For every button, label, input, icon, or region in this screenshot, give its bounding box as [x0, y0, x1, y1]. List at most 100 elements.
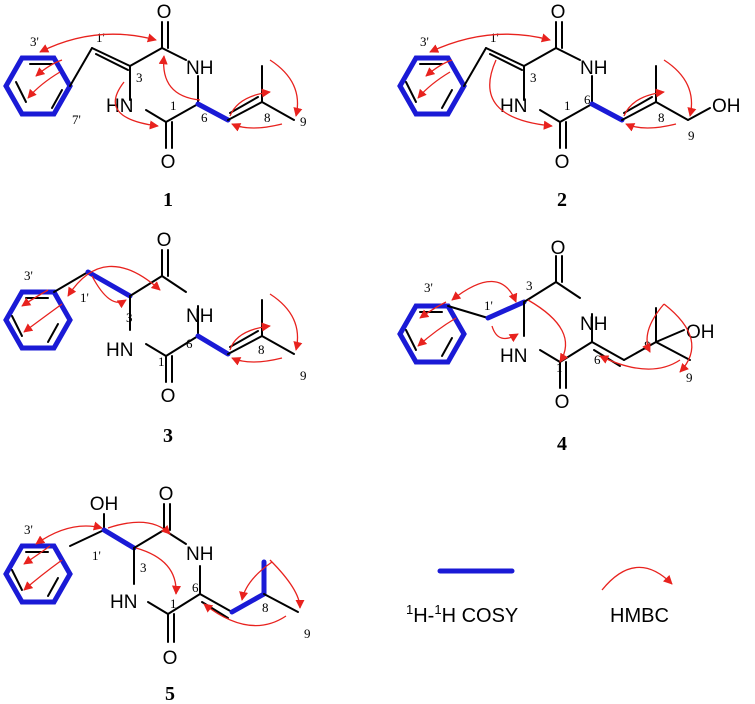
benzene-ring — [397, 55, 467, 117]
hmbc-arrow — [527, 299, 569, 363]
cosy-bond — [485, 299, 527, 321]
locant-3: 3 — [126, 310, 133, 325]
bond — [147, 601, 169, 615]
cosy-bond — [589, 101, 625, 123]
compound-3: O NH HN O 1' 3' 3 1 6 8 9 3 — [3, 230, 307, 447]
bond — [263, 593, 299, 613]
hmbc-arrow — [158, 55, 201, 101]
bond — [261, 335, 295, 355]
oxygen-label: O — [159, 484, 174, 505]
hmbc-arrow — [269, 559, 305, 609]
compound-5: OH O NH HN O 1' 3' 3 1 6 8 9 5 — [3, 484, 311, 704]
locant-3p: 3' — [30, 34, 39, 49]
bond — [69, 47, 93, 87]
benzene-ring — [3, 55, 73, 117]
nh-label: NH — [186, 58, 213, 79]
compound-number: 2 — [557, 189, 567, 211]
bond — [145, 343, 167, 357]
hmbc-arrow — [135, 547, 182, 595]
bond — [591, 341, 625, 361]
bond — [447, 305, 489, 319]
cosy-bond — [229, 591, 267, 615]
hmbc-arrow — [91, 275, 127, 309]
locant-9: 9 — [300, 368, 307, 383]
nh-label: NH — [186, 544, 213, 565]
hmbc-arrow — [489, 59, 553, 130]
bond — [129, 47, 163, 67]
compound-4: O NH HN O OH 1' 3' 3 1 6 8 9 4 — [397, 238, 715, 455]
bond — [229, 96, 259, 114]
bond — [133, 529, 165, 549]
hydroxyl-label: OH — [90, 494, 119, 515]
compound-number: 5 — [165, 683, 175, 704]
benzene-ring — [3, 289, 73, 351]
locant-1: 1 — [170, 98, 177, 113]
locant-3: 3 — [140, 560, 147, 575]
hmbc-arrow — [23, 545, 51, 565]
nh-label: NH — [580, 314, 607, 335]
hn-label: HN — [500, 346, 527, 367]
bond — [53, 271, 89, 293]
locant-1: 1 — [564, 98, 571, 113]
oxygen-label: O — [551, 2, 566, 23]
hmbc-arrow — [229, 88, 271, 117]
cosy-legend-label: 1H-1H COSY — [406, 602, 518, 627]
hmbc-arrow — [599, 355, 681, 370]
hmbc-arrow — [429, 33, 551, 53]
locant-9: 9 — [300, 114, 307, 129]
bond — [201, 601, 229, 619]
legend: 1H-1H COSY HMBC — [406, 566, 673, 627]
hmbc-arrow — [269, 59, 303, 117]
bond — [95, 53, 129, 71]
bond — [523, 281, 557, 303]
oxygen-label: O — [161, 152, 176, 173]
bond — [165, 103, 199, 123]
locant-3p: 3' — [420, 34, 429, 49]
bond — [489, 53, 523, 71]
bond — [229, 330, 259, 348]
nh-label: NH — [186, 306, 213, 327]
bond — [161, 275, 187, 293]
locant-3p: 3' — [24, 522, 33, 537]
bond — [165, 335, 199, 357]
bond — [199, 593, 233, 613]
oxygen-label: O — [555, 392, 570, 413]
bond — [161, 47, 187, 61]
locant-7p: 7' — [72, 112, 81, 127]
hmbc-arrow — [419, 301, 447, 319]
locant-6: 6 — [186, 336, 193, 351]
bond — [69, 529, 105, 547]
bond — [485, 47, 525, 67]
hn-label: HN — [110, 592, 137, 613]
locant-1p: 1' — [484, 298, 493, 313]
cosy-bond — [85, 269, 133, 299]
bond — [623, 341, 657, 361]
bond — [539, 349, 561, 363]
locant-8: 8 — [258, 342, 265, 357]
hmbc-arrow — [239, 561, 273, 601]
locant-6: 6 — [584, 92, 591, 107]
hmbc-arrow — [642, 303, 665, 353]
oxygen-label: O — [157, 2, 172, 23]
hmbc-arrow — [23, 559, 63, 591]
locant-6: 6 — [192, 580, 199, 595]
bond — [559, 103, 593, 123]
locant-3: 3 — [136, 70, 143, 85]
bond — [463, 47, 487, 87]
bond — [555, 47, 581, 61]
hmbc-arrow — [67, 265, 161, 297]
locant-1p: 1' — [490, 30, 499, 45]
hydroxyl-label: OH — [686, 322, 715, 343]
hmbc-arrow — [114, 81, 159, 130]
hmbc-arrow — [39, 33, 157, 53]
oxygen-label: O — [551, 238, 566, 259]
hn-label: HN — [106, 96, 133, 117]
hmbc-arrow — [663, 303, 693, 373]
hn-label: HN — [106, 340, 133, 361]
cosy-bond — [195, 333, 231, 357]
compound-number: 3 — [163, 425, 173, 447]
locant-6: 6 — [594, 352, 601, 367]
locant-3: 3 — [526, 278, 533, 293]
oxygen-label: O — [157, 230, 172, 251]
locant-9: 9 — [304, 626, 311, 641]
